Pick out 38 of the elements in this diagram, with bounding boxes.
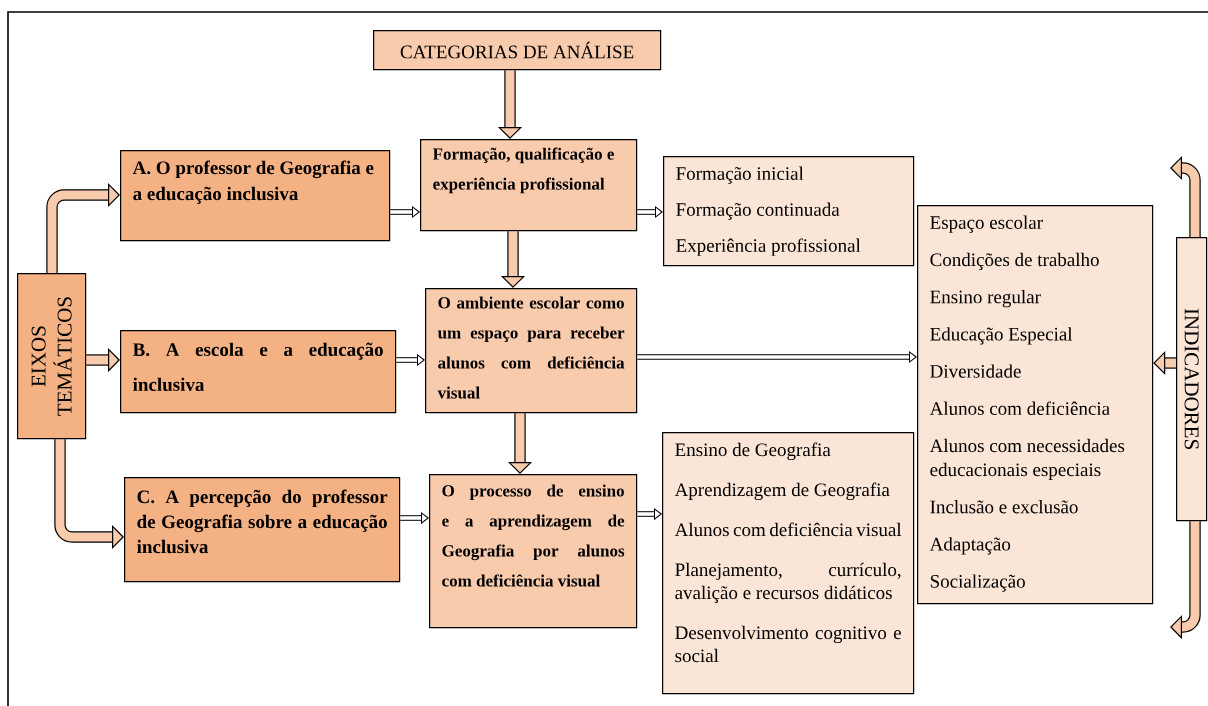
list-item: Aprendizagem de Geografia xyxy=(674,482,890,501)
list-item: Espaço escolar xyxy=(930,215,1043,233)
arrow xyxy=(637,351,917,363)
list-item: Inclusão e exclusão xyxy=(930,500,1078,514)
indicator-list-box xyxy=(917,205,1154,605)
theme-box: B. A escola e a educação inclusiva xyxy=(120,330,397,414)
category-box: Formação, qualificação e experiência profissional xyxy=(420,139,638,232)
list-item: Desenvolvimento cognitivo e social xyxy=(675,625,901,663)
list-item: Socialização xyxy=(930,574,1025,592)
list-item: Alunos com deficiência xyxy=(929,401,1110,415)
arrow xyxy=(1170,521,1201,640)
indicators-box: INDICADORES xyxy=(1176,237,1208,522)
category-box: O ambiente escolar como um espaço para receber alunos com deficiência visual xyxy=(425,288,638,414)
axis-box: EIXOS TEMÁTICOS xyxy=(17,273,87,440)
arrow xyxy=(46,182,120,273)
list-item: Diversidade xyxy=(930,364,1021,378)
category-box: O processo de ensino e a aprendizagem de Geografia por alunos com deficiência visual xyxy=(429,474,638,629)
list-item: Ensino regular xyxy=(930,290,1041,308)
list-item: Ensino de Geografia xyxy=(675,442,831,461)
theme-box: C. A percepção do professor de Geografia sobre a educação inclusiva xyxy=(124,477,401,583)
list-item: Formação inicial xyxy=(676,166,804,184)
arrow xyxy=(390,206,420,218)
list-item: Educação Especial xyxy=(930,327,1073,345)
list-item: Alunos com deficiência visual xyxy=(674,522,902,537)
arrow xyxy=(396,354,425,366)
list-item: Experiência profissional xyxy=(676,238,861,256)
indicator-list-box xyxy=(662,432,915,695)
heading-box: CATEGORIAS DE ANÁLISE xyxy=(373,30,662,71)
list-item: Condições de trabalho xyxy=(930,252,1099,271)
theme-box: A. O professor de Geografia e a educação inclusiva xyxy=(120,150,391,242)
list-item: Planejamento, currículo, avalição e recursos didáticos xyxy=(675,562,901,604)
arrow xyxy=(637,508,662,520)
list-item: Adaptação xyxy=(929,537,1011,555)
list-item: Alunos com necessidades educacionais especiais xyxy=(929,438,1125,481)
list-item: Formação continuada xyxy=(676,202,840,220)
indicator-list-box xyxy=(663,156,915,267)
arrow xyxy=(400,512,429,524)
arrow xyxy=(637,206,663,218)
